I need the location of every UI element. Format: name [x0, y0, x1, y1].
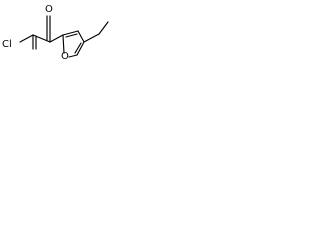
molecule-drawing: Cl O O [2, 4, 109, 62]
bond-furan-c4-c5 [76, 41, 85, 56]
bond-furan-c4-c5-inner [74, 42, 82, 54]
bond-furan-c5-o [68, 54, 78, 58]
bond-ethyl-1 [83, 33, 100, 43]
bond-furan-c2-c3 [62, 30, 79, 36]
ketone-oxygen-label: O [45, 4, 53, 15]
bond-keto-furan [49, 34, 64, 43]
bond-furan-o-c2 [62, 34, 65, 54]
chlorine-label: Cl [2, 39, 12, 50]
bond-ethyl-2 [98, 21, 109, 35]
furan-oxygen-label: O [61, 51, 69, 62]
atom-label-layer: Cl O O [2, 4, 69, 62]
bond-furan-c3-c4 [77, 30, 85, 43]
bond-furan-c2-c3-inner [65, 33, 78, 38]
chemical-structure-canvas: Cl O O [0, 0, 128, 64]
bond-layer [19, 15, 109, 58]
bond-cl-carbonyl [19, 34, 34, 43]
